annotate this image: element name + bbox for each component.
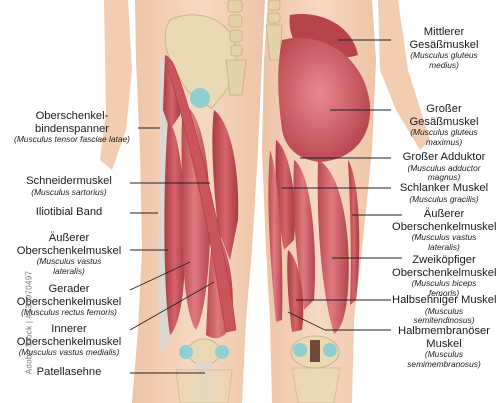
label-latin: (Musculus bbox=[424, 305, 464, 316]
label-latin-2: lateralis) bbox=[53, 265, 85, 276]
front-vastus-lateralis bbox=[164, 120, 186, 335]
front-view bbox=[100, 0, 265, 403]
front-arm bbox=[100, 0, 132, 170]
label-de: Halbsehniger Muskel bbox=[392, 294, 497, 306]
label-de-2: Oberschenkelmuskel bbox=[392, 220, 497, 233]
back-vastus-lateralis bbox=[348, 160, 360, 305]
label-de: Iliotibial Band bbox=[35, 206, 103, 218]
label-de: Großer bbox=[426, 103, 462, 115]
back-knee-cartilage-left bbox=[293, 343, 307, 357]
label-de: Halbmembranöser bbox=[397, 325, 491, 337]
front-adductors bbox=[212, 110, 239, 260]
label-de: Mittlerer bbox=[423, 26, 465, 38]
label-de: Äußerer bbox=[423, 208, 465, 220]
label-gluteus-maximus: Großer Gesäßmuskel (Musculus gluteus max… bbox=[392, 103, 496, 147]
label-latin: (Musculus adductor bbox=[407, 162, 481, 173]
label-latin: (Musculus gluteus bbox=[410, 50, 478, 61]
label-latin: (Musculus bbox=[424, 349, 464, 360]
front-knee-cartilage-right bbox=[215, 345, 229, 359]
label-latin: (Musculus biceps bbox=[411, 278, 477, 289]
label-de: Schlanker Muskel bbox=[399, 182, 489, 194]
label-de-2: Oberschenkelmuskel bbox=[16, 244, 122, 257]
back-view bbox=[262, 0, 430, 403]
label-latin: (Musculus rectus femoris) bbox=[21, 307, 117, 318]
label-gracilis: Schlanker Muskel (Musculus gracilis) bbox=[392, 182, 496, 204]
label-latin: (Musculus tensor fasciae latae) bbox=[14, 134, 130, 145]
label-latin-2: semimembranosus) bbox=[407, 358, 481, 369]
label-latin: (Musculus vastus bbox=[36, 256, 102, 267]
label-adductor-magnus: Großer Adduktor (Musculus adductor magnu… bbox=[392, 151, 496, 182]
label-de: Großer Adduktor bbox=[402, 151, 486, 163]
label-de: Zweiköpfiger bbox=[412, 254, 476, 266]
front-hip-joint bbox=[190, 88, 210, 108]
front-tibia bbox=[175, 369, 233, 403]
label-vastus-medialis: Innerer Oberschenkelmuskel (Musculus vas… bbox=[8, 323, 130, 358]
back-spine bbox=[265, 0, 283, 61]
leader-lines bbox=[129, 39, 402, 374]
label-sartorius: Schneidermuskel (Musculus sartorius) bbox=[8, 175, 130, 197]
label-de-2: Oberschenkelmuskel bbox=[392, 266, 497, 279]
label-de: Schneidermuskel bbox=[26, 175, 112, 187]
label-latin-2: medius) bbox=[429, 59, 459, 70]
stock-id-watermark: Adobe Stock | #131970497 bbox=[24, 270, 34, 375]
label-latin-2: lateralis) bbox=[428, 241, 460, 252]
label-de: Gerader bbox=[48, 283, 90, 295]
label-biceps-femoris: Zweiköpfiger Oberschenkelmuskel (Musculu… bbox=[392, 254, 496, 298]
back-biceps-femoris bbox=[317, 160, 349, 334]
label-latin: (Musculus gracilis) bbox=[409, 193, 479, 204]
back-gracilis bbox=[268, 150, 283, 322]
label-de: Oberschenkel- bbox=[35, 110, 109, 122]
label-rectus-femoris: Gerader Oberschenkelmuskel (Musculus rec… bbox=[8, 283, 130, 318]
back-arm bbox=[378, 0, 430, 150]
label-iliotibial-band: Iliotibial Band bbox=[8, 206, 130, 219]
label-latin: (Musculus gluteus bbox=[410, 127, 478, 138]
label-de-2: Oberschenkelmuskel bbox=[16, 295, 122, 308]
label-de: Patellasehne bbox=[36, 366, 102, 378]
label-latin: (Musculus sartorius) bbox=[31, 186, 107, 197]
label-de-2: bindenspanner bbox=[34, 122, 110, 135]
label-latin-2: femoris) bbox=[428, 287, 460, 298]
front-knee-cartilage-left bbox=[179, 345, 193, 359]
label-de: Innerer bbox=[51, 323, 87, 335]
front-pelvis bbox=[164, 14, 237, 109]
back-gluteus-maximus bbox=[278, 37, 371, 162]
back-knee-cartilage-right bbox=[323, 343, 337, 357]
label-latin: (Musculus vastus bbox=[411, 232, 477, 243]
front-sartorius bbox=[165, 59, 237, 333]
label-semitendinosus: Halbsehniger Muskel (Musculus semitendin… bbox=[392, 294, 496, 325]
label-de: Äußerer bbox=[48, 232, 90, 244]
label-de-2: Gesäßmuskel bbox=[409, 38, 479, 51]
label-de-2: Muskel bbox=[426, 337, 462, 350]
label-latin-2: magnus) bbox=[427, 171, 461, 182]
back-knee-ligament bbox=[310, 340, 320, 362]
label-de-2: Gesäßmuskel bbox=[409, 115, 479, 128]
back-tibia bbox=[291, 367, 341, 403]
label-vastus-lateralis-front: Äußerer Oberschenkelmuskel (Musculus vas… bbox=[8, 232, 130, 276]
label-latin-2: semitendinosus) bbox=[413, 314, 475, 325]
label-gluteus-medius: Mittlerer Gesäßmuskel (Musculus gluteus … bbox=[392, 26, 496, 70]
label-semimembranosus: Halbmembranöser Muskel (Musculus semimem… bbox=[392, 325, 496, 369]
label-tensor-fasciae-latae: Oberschenkel- bindenspanner (Musculus te… bbox=[8, 110, 136, 145]
label-de-2: Oberschenkelmuskel bbox=[16, 335, 122, 348]
back-semimembranosus bbox=[287, 250, 304, 332]
front-spine bbox=[225, 0, 247, 96]
back-adductor-magnus bbox=[275, 140, 296, 250]
label-latin: (Musculus vastus medialis) bbox=[18, 347, 120, 358]
label-vastus-lateralis-back: Äußerer Oberschenkelmuskel (Musculus vas… bbox=[392, 208, 496, 252]
label-patellar-tendon: Patellasehne bbox=[8, 366, 130, 379]
label-latin-2: maximus) bbox=[425, 136, 463, 147]
